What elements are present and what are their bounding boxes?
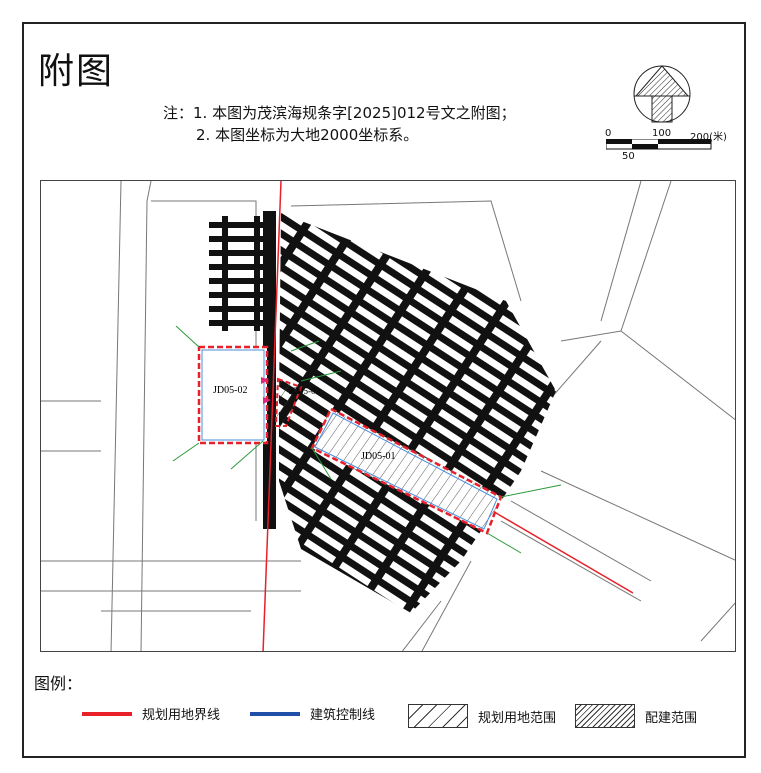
- north-arrow-icon: [633, 65, 691, 123]
- note-2: 2. 本图坐标为大地2000坐标系。: [196, 126, 419, 144]
- plot-label-jd05-02: JD05-02: [213, 385, 247, 396]
- planning-red-road: [262, 181, 282, 651]
- scale-100: 100: [652, 128, 672, 139]
- scale-200: 200(米): [690, 132, 727, 143]
- red-line-icon: [82, 711, 132, 716]
- hatch-icon: [408, 704, 468, 728]
- dense-hatch-icon: [575, 704, 635, 728]
- legend-item-land-range: 规划用地范围: [408, 704, 556, 728]
- legend-label: 配建范围: [645, 710, 698, 726]
- legend-label: 规划用地范围: [478, 710, 557, 726]
- main-road: [263, 211, 276, 529]
- plot-label-jd05-01: JD05-01: [361, 451, 395, 462]
- legend-item-supporting-range: 配建范围: [575, 704, 697, 728]
- note-1: 注：1. 本图为茂滨海规条字[2025]012号文之附图；: [163, 104, 516, 122]
- plot-label-jd05-03: JD05-03: [289, 386, 320, 396]
- legend-item-building-line: 建筑控制线: [250, 704, 375, 723]
- legend-label: 规划用地界线: [142, 708, 221, 723]
- site-map: JD05-01 JD05-02 JD05-03: [40, 180, 736, 652]
- legend-label: 建筑控制线: [310, 708, 376, 723]
- legend-item-boundary: 规划用地界线: [82, 704, 220, 723]
- page-frame: [22, 22, 746, 758]
- scale-0: 0: [605, 128, 612, 139]
- legend-title: 图例：: [34, 674, 83, 693]
- street-grid: [279, 213, 556, 613]
- page-title: 附图: [38, 51, 115, 92]
- scale-50: 50: [622, 151, 635, 162]
- blue-line-icon: [250, 711, 300, 716]
